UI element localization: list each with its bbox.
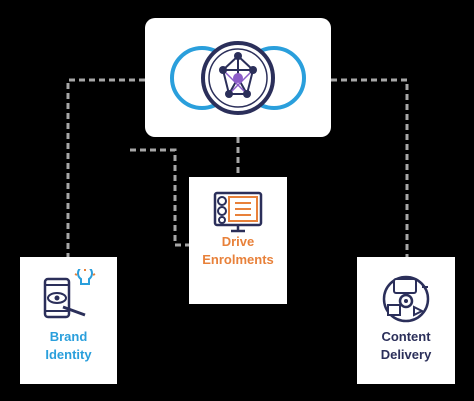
connector-brand-drive [130,148,189,247]
drive-enrolments-label: Drive Enrolments [189,233,287,269]
brand-identity-icon [43,269,95,319]
content-delivery-icon [382,275,430,323]
monitor-checklist-icon [213,191,263,233]
node-drive-enrolments: Drive Enrolments [189,177,287,304]
node-brand-identity: Brand Identity [20,257,117,384]
content-delivery-line2: Delivery [380,347,432,362]
brand-identity-line2: Identity [45,347,92,362]
drive-enrolments-line1: Drive [221,234,255,249]
brand-identity-line1: Brand [49,329,88,344]
drive-enrolments-line2: Enrolments [202,252,274,267]
node-content-delivery: Content Delivery [357,257,455,384]
network-nodes-icon [170,41,306,115]
brand-identity-label: Brand Identity [20,328,117,364]
hub-card [145,18,331,137]
connector-brand [66,78,145,258]
content-delivery-line1: Content [381,329,431,344]
connector-content [331,78,409,258]
content-delivery-label: Content Delivery [357,328,455,364]
